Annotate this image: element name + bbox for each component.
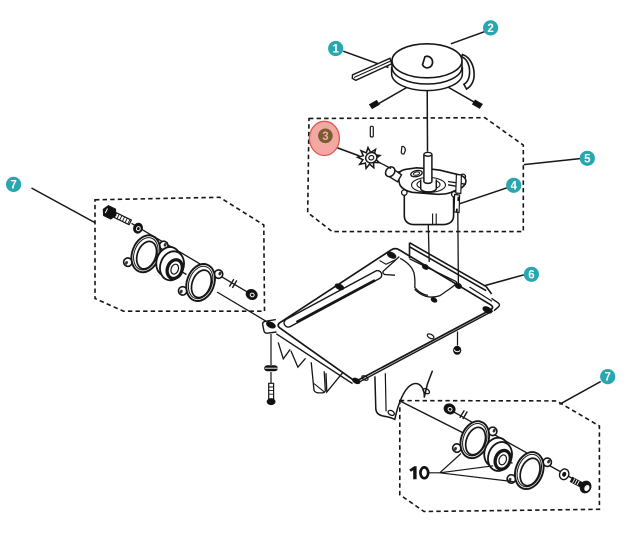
svg-text:4: 4 (510, 180, 517, 192)
svg-text:7: 7 (10, 180, 16, 192)
svg-text:3: 3 (322, 131, 328, 143)
svg-text:5: 5 (584, 153, 591, 165)
svg-text:2: 2 (487, 23, 493, 35)
svg-text:1: 1 (332, 44, 339, 56)
svg-text:6: 6 (528, 269, 534, 281)
svg-text:7: 7 (604, 372, 610, 384)
